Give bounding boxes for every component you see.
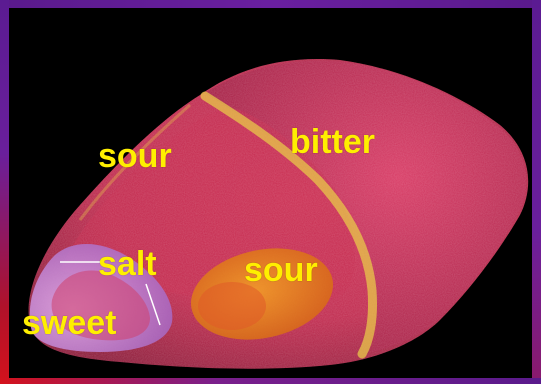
label-sour-lower: sour [244,253,318,287]
label-sweet: sweet [22,306,117,340]
sour-zone-inner [198,282,266,330]
label-bitter: bitter [290,125,375,159]
label-sour-upper: sour [98,139,172,173]
label-salt: salt [98,247,157,281]
